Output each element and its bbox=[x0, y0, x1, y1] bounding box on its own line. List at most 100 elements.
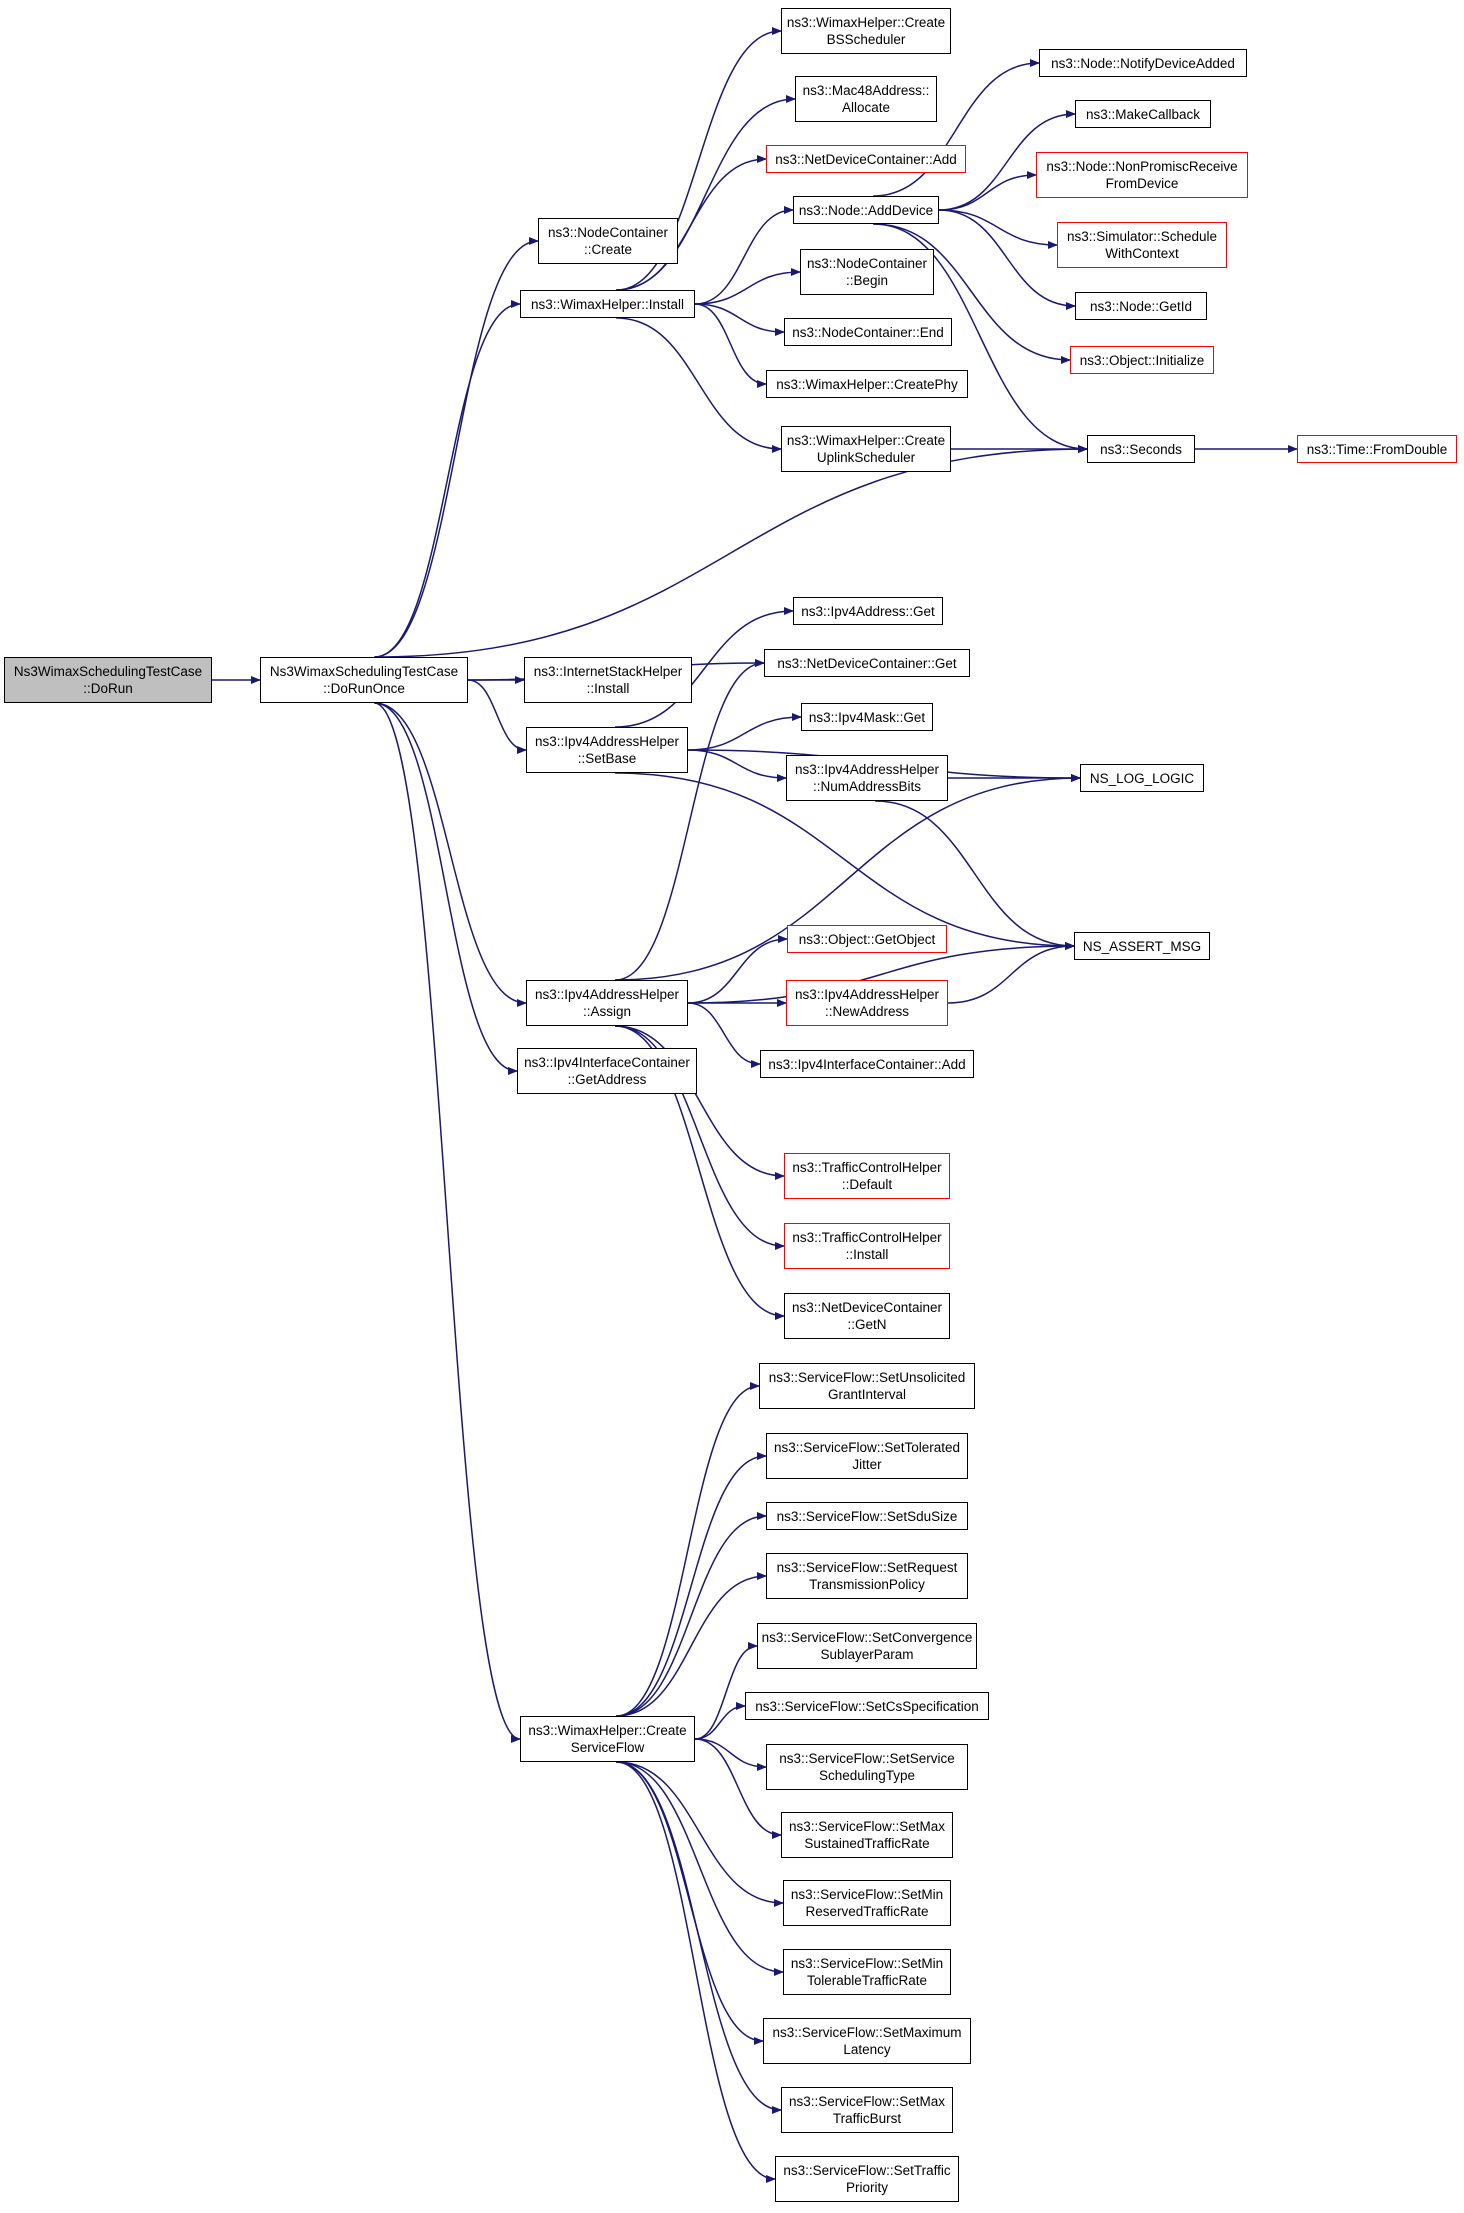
node-label: ns3::Ipv4AddressHelper ::SetBase bbox=[534, 734, 680, 766]
node-ipv4ah-assign[interactable]: ns3::Ipv4AddressHelper ::Assign bbox=[526, 980, 688, 1026]
node-label: NS_ASSERT_MSG bbox=[1082, 938, 1202, 954]
edge-ipv4ah_newaddr-to-ns_assert_msg bbox=[947, 942, 1075, 1004]
node-label: ns3::ServiceFlow::SetMaximum Latency bbox=[772, 2025, 962, 2057]
node-node-nonpromisc[interactable]: ns3::Node::NonPromiscReceive FromDevice bbox=[1036, 152, 1248, 198]
node-label: ns3::NetDeviceContainer::Add bbox=[775, 151, 957, 167]
node-label: ns3::Object::GetObject bbox=[798, 931, 936, 947]
node-sf-csspec[interactable]: ns3::ServiceFlow::SetCsSpecification bbox=[745, 1692, 989, 1720]
node-sf-maxsustained[interactable]: ns3::ServiceFlow::SetMax SustainedTraffi… bbox=[781, 1812, 953, 1858]
node-label: ns3::ServiceFlow::SetTraffic Priority bbox=[783, 2163, 951, 2195]
edge-node_adddevice-to-seconds bbox=[873, 223, 1088, 453]
node-label: ns3::Ipv4Address::Get bbox=[801, 603, 935, 619]
edge-wh_install-to-nc_end bbox=[694, 303, 785, 336]
node-label: ns3::InternetStackHelper ::Install bbox=[533, 664, 683, 696]
node-dorun[interactable]: Ns3WimaxSchedulingTestCase ::DoRun bbox=[4, 657, 212, 703]
node-label: ns3::Ipv4AddressHelper ::NumAddressBits bbox=[794, 762, 940, 794]
node-time-fromdouble[interactable]: ns3::Time::FromDouble bbox=[1297, 435, 1457, 463]
node-nc-create[interactable]: ns3::NodeContainer ::Create bbox=[538, 218, 678, 264]
node-nc-end[interactable]: ns3::NodeContainer::End bbox=[784, 318, 952, 346]
node-label: ns3::ServiceFlow::SetCsSpecification bbox=[755, 1698, 979, 1714]
node-tch-install[interactable]: ns3::TrafficControlHelper ::Install bbox=[784, 1223, 950, 1269]
node-sf-priority[interactable]: ns3::ServiceFlow::SetTraffic Priority bbox=[775, 2156, 959, 2202]
edge-wh_install-to-wh_createbss bbox=[616, 27, 782, 291]
node-obj-getobject[interactable]: ns3::Object::GetObject bbox=[787, 925, 947, 953]
node-makecallback[interactable]: ns3::MakeCallback bbox=[1075, 100, 1211, 128]
node-sf-unsolicited[interactable]: ns3::ServiceFlow::SetUnsolicited GrantIn… bbox=[759, 1363, 975, 1409]
node-ipv4ic-getaddress[interactable]: ns3::Ipv4InterfaceContainer ::GetAddress bbox=[517, 1048, 697, 1094]
edge-node_adddevice-to-node_nonpromisc bbox=[938, 171, 1037, 211]
node-label: ns3::ServiceFlow::SetService SchedulingT… bbox=[779, 1751, 955, 1783]
edge-ipv4ah_numbits-to-ns_assert_msg bbox=[875, 800, 1075, 950]
edge-wh_createsf-to-sf_jitter bbox=[616, 1452, 767, 1717]
node-ns-log-logic[interactable]: NS_LOG_LOGIC bbox=[1080, 764, 1204, 792]
node-dorunonce[interactable]: Ns3WimaxSchedulingTestCase ::DoRunOnce bbox=[260, 657, 468, 703]
edge-ipv4ah_assign-to-ipv4ic_add bbox=[687, 1002, 761, 1068]
node-label: ns3::WimaxHelper::Create BSScheduler bbox=[786, 15, 946, 47]
node-ns-assert-msg[interactable]: NS_ASSERT_MSG bbox=[1074, 932, 1210, 960]
node-nc-begin[interactable]: ns3::NodeContainer ::Begin bbox=[800, 249, 934, 295]
node-sf-convergence[interactable]: ns3::ServiceFlow::SetConvergence Sublaye… bbox=[757, 1623, 977, 1669]
node-sf-maxlatency[interactable]: ns3::ServiceFlow::SetMaximum Latency bbox=[763, 2018, 971, 2064]
node-seconds[interactable]: ns3::Seconds bbox=[1087, 435, 1195, 463]
node-sf-mintolerable[interactable]: ns3::ServiceFlow::SetMin TolerableTraffi… bbox=[783, 1949, 951, 1995]
node-label: ns3::ServiceFlow::SetRequest Transmissio… bbox=[776, 1560, 958, 1592]
node-sf-maxburst[interactable]: ns3::ServiceFlow::SetMax TrafficBurst bbox=[781, 2087, 953, 2133]
node-ipv4ah-newaddr[interactable]: ns3::Ipv4AddressHelper ::NewAddress bbox=[786, 980, 948, 1026]
node-ndc-get[interactable]: ns3::NetDeviceContainer::Get bbox=[764, 649, 970, 677]
node-mac48-allocate[interactable]: ns3::Mac48Address:: Allocate bbox=[795, 76, 937, 122]
node-label: ns3::Seconds bbox=[1100, 441, 1182, 457]
node-ndc-add[interactable]: ns3::NetDeviceContainer::Add bbox=[766, 145, 966, 173]
node-wh-createul[interactable]: ns3::WimaxHelper::Create UplinkScheduler bbox=[781, 426, 951, 472]
node-ndc-getn[interactable]: ns3::NetDeviceContainer ::GetN bbox=[784, 1293, 950, 1339]
node-label: ns3::ServiceFlow::SetMin ReservedTraffic… bbox=[790, 1887, 944, 1919]
node-ish-install[interactable]: ns3::InternetStackHelper ::Install bbox=[524, 657, 692, 703]
node-node-getid[interactable]: ns3::Node::GetId bbox=[1075, 292, 1207, 320]
node-label: ns3::WimaxHelper::Install bbox=[530, 296, 685, 312]
node-wh-createphy[interactable]: ns3::WimaxHelper::CreatePhy bbox=[766, 370, 968, 398]
node-wh-createsf[interactable]: ns3::WimaxHelper::Create ServiceFlow bbox=[520, 1716, 695, 1762]
edge-ipv4ah_assign-to-obj_getobject bbox=[687, 935, 788, 1004]
node-label: ns3::Ipv4Mask::Get bbox=[808, 709, 926, 725]
edge-wh_createsf-to-sf_convergence bbox=[694, 1642, 758, 1740]
edge-wh_createsf-to-sf_schedtype bbox=[694, 1738, 767, 1771]
node-ipv4mask-get[interactable]: ns3::Ipv4Mask::Get bbox=[801, 703, 933, 731]
edge-wh_install-to-nc_begin bbox=[694, 268, 801, 305]
edge-ipv4ah_setbase-to-ipv4mask_get bbox=[687, 713, 802, 751]
edge-ipv4ah_assign-to-ns_assert_msg bbox=[687, 942, 1075, 1004]
node-ipv4ic-add[interactable]: ns3::Ipv4InterfaceContainer::Add bbox=[760, 1050, 974, 1078]
edge-ipv4ah_assign-to-tch_default bbox=[615, 1025, 785, 1180]
node-wh-install[interactable]: ns3::WimaxHelper::Install bbox=[520, 290, 695, 318]
node-label: ns3::WimaxHelper::Create UplinkScheduler bbox=[786, 433, 946, 465]
node-node-adddevice[interactable]: ns3::Node::AddDevice bbox=[793, 196, 939, 224]
edge-wh_createsf-to-sf_unsolicited bbox=[616, 1382, 760, 1717]
node-wh-createbss[interactable]: ns3::WimaxHelper::Create BSScheduler bbox=[781, 8, 951, 54]
node-ipv4addr-get[interactable]: ns3::Ipv4Address::Get bbox=[793, 597, 943, 625]
node-label: ns3::Time::FromDouble bbox=[1306, 441, 1448, 457]
node-sf-minreserved[interactable]: ns3::ServiceFlow::SetMin ReservedTraffic… bbox=[783, 1880, 951, 1926]
edge-wh_createsf-to-sf_sdusize bbox=[616, 1512, 767, 1717]
node-label: ns3::TrafficControlHelper ::Install bbox=[792, 1230, 942, 1262]
node-label: ns3::Mac48Address:: Allocate bbox=[802, 83, 930, 115]
node-sf-schedtype[interactable]: ns3::ServiceFlow::SetService SchedulingT… bbox=[766, 1744, 968, 1790]
node-node-notify[interactable]: ns3::Node::NotifyDeviceAdded bbox=[1039, 49, 1247, 77]
node-label: ns3::Node::NonPromiscReceive FromDevice bbox=[1046, 159, 1238, 191]
node-sf-sdusize[interactable]: ns3::ServiceFlow::SetSduSize bbox=[766, 1502, 968, 1530]
node-label: ns3::Node::GetId bbox=[1089, 298, 1193, 314]
node-label: ns3::NodeContainer::End bbox=[792, 324, 944, 340]
edge-wh_createsf-to-sf_mintolerable bbox=[616, 1761, 784, 1976]
node-obj-initialize[interactable]: ns3::Object::Initialize bbox=[1070, 346, 1214, 374]
node-sim-schedule[interactable]: ns3::Simulator::Schedule WithContext bbox=[1057, 222, 1227, 268]
edge-ipv4ah_setbase-to-ipv4addr_get bbox=[615, 607, 794, 728]
edge-dorunonce-to-ipv4ic_getaddress bbox=[374, 702, 518, 1075]
node-tch-default[interactable]: ns3::TrafficControlHelper ::Default bbox=[784, 1153, 950, 1199]
node-label: ns3::MakeCallback bbox=[1085, 106, 1201, 122]
node-ipv4ah-setbase[interactable]: ns3::Ipv4AddressHelper ::SetBase bbox=[526, 727, 688, 773]
node-label: ns3::NodeContainer ::Begin bbox=[806, 256, 928, 288]
node-sf-jitter[interactable]: ns3::ServiceFlow::SetTolerated Jitter bbox=[766, 1433, 968, 1479]
node-label: ns3::TrafficControlHelper ::Default bbox=[792, 1160, 942, 1192]
node-label: ns3::ServiceFlow::SetUnsolicited GrantIn… bbox=[768, 1370, 966, 1402]
edge-node_adddevice-to-node_getid bbox=[938, 209, 1076, 310]
node-ipv4ah-numbits[interactable]: ns3::Ipv4AddressHelper ::NumAddressBits bbox=[786, 755, 948, 801]
node-sf-reqtx[interactable]: ns3::ServiceFlow::SetRequest Transmissio… bbox=[766, 1553, 968, 1599]
